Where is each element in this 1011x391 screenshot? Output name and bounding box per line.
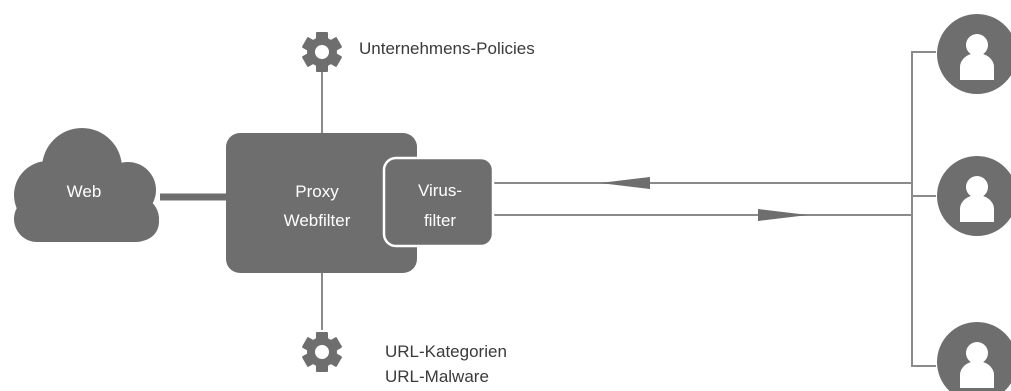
gear-icon — [301, 332, 343, 372]
bottom-policy-line1: URL-Kategorien — [385, 342, 507, 361]
proxy-label-line2: Webfilter — [284, 211, 351, 230]
client-bus-line — [911, 51, 936, 367]
arrow-right — [758, 209, 808, 221]
arrow-left — [600, 177, 650, 189]
gear-icon — [301, 32, 343, 72]
virus-filter-box — [382, 156, 495, 248]
user-icon — [937, 322, 1011, 391]
web-cloud — [14, 128, 159, 242]
user-icon — [937, 14, 1011, 94]
virus-label-line1: Virus- — [418, 181, 462, 200]
virus-label-line2: filter — [424, 211, 456, 230]
web-label: Web — [67, 182, 102, 201]
proxy-label-line1: Proxy — [295, 182, 339, 201]
connector-lines — [321, 51, 936, 367]
top-policy-label: Unternehmens-Policies — [359, 39, 535, 58]
bottom-policy-line2: URL-Malware — [385, 367, 489, 386]
user-icon — [937, 156, 1011, 236]
proxy-webfilter-box — [226, 133, 417, 273]
